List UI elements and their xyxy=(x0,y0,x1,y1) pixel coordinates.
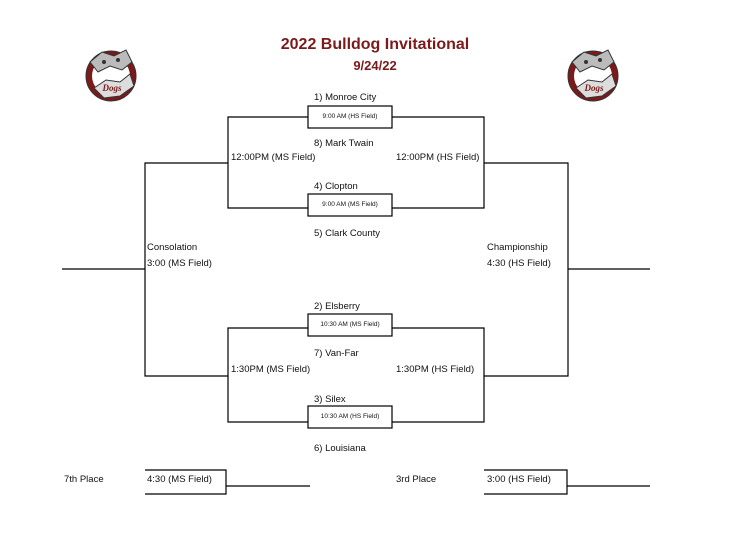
championship-label: Championship xyxy=(487,242,548,253)
page-date: 9/24/22 xyxy=(353,58,397,73)
team-silex: 3) Silex xyxy=(314,394,346,405)
page-title: 2022 Bulldog Invitational xyxy=(280,36,470,53)
third-place-box xyxy=(484,469,568,495)
bulldog-logo-left: Dogs xyxy=(85,49,137,102)
seventh-place-box xyxy=(145,469,227,495)
game-time-2: 9:00 AM (MS Field) xyxy=(322,201,378,208)
game-box-2 xyxy=(307,193,393,217)
semifinal-bottom-right-line xyxy=(392,327,485,423)
game-time-1: 9:00 AM (HS Field) xyxy=(322,113,378,120)
game-time-3: 10:30 AM (MS Field) xyxy=(320,321,380,328)
third-place-label: 3rd Place xyxy=(396,474,437,485)
logo-text-left: Dogs xyxy=(101,83,121,93)
logo-text-right: Dogs xyxy=(583,83,603,93)
team-elsberry: 2) Elsberry xyxy=(314,301,360,312)
semifinal-time-top-right: 12:00PM (HS Field) xyxy=(396,152,480,163)
team-clark-county: 5) Clark County xyxy=(314,228,380,239)
seventh-place-label: 7th Place xyxy=(64,474,104,485)
semifinal-time-bottom-right: 1:30PM (HS Field) xyxy=(396,364,475,375)
semifinal-bottom-left-line xyxy=(227,327,308,423)
consolation-time: 3:00 (MS Field) xyxy=(147,258,212,269)
team-van-far: 7) Van-Far xyxy=(314,348,359,359)
seventh-place-time: 4:30 (MS Field) xyxy=(147,474,212,485)
team-monroe-city: 1) Monroe City xyxy=(314,92,377,103)
game-box-4 xyxy=(307,405,393,429)
semifinal-time-bottom-left: 1:30PM (MS Field) xyxy=(231,364,311,375)
championship-time: 4:30 (HS Field) xyxy=(487,258,551,269)
team-mark-twain: 8) Mark Twain xyxy=(314,138,374,149)
team-clopton: 4) Clopton xyxy=(314,181,358,192)
game-box-3 xyxy=(307,313,393,337)
bulldog-logo-right: Dogs xyxy=(567,49,619,102)
third-place-time: 3:00 (HS Field) xyxy=(487,474,551,485)
team-louisiana: 6) Louisiana xyxy=(314,443,366,454)
semifinal-time-top-left: 12:00PM (MS Field) xyxy=(231,152,316,163)
consolation-label: Consolation xyxy=(147,242,198,253)
game-time-4: 10:30 AM (HS Field) xyxy=(320,413,380,420)
